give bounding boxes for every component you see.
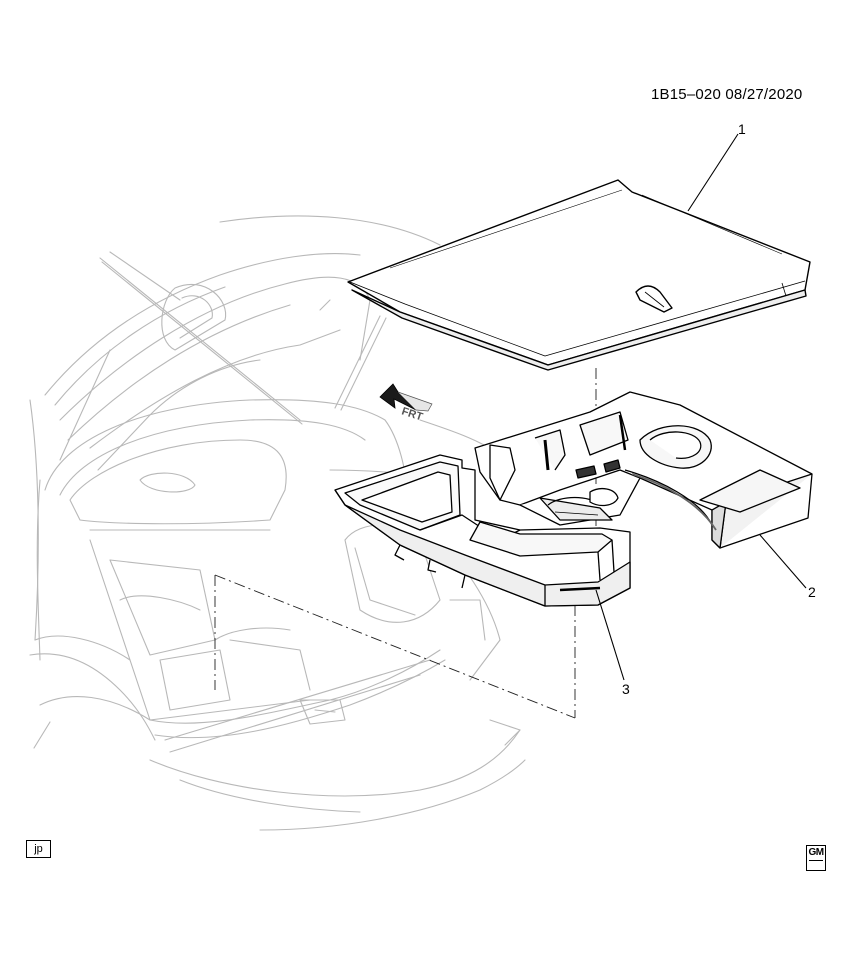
- rear-compartment-tray: [474, 391, 813, 549]
- gm-logo-text: GM: [808, 847, 824, 858]
- callout-part-1: 1: [738, 121, 746, 137]
- callout-part-3: 3: [622, 681, 630, 697]
- callout-part-2: 2: [808, 584, 816, 600]
- diagram-reference-code: 1B15–020 08/27/2020: [651, 86, 803, 103]
- callout-2-leader: [759, 534, 807, 589]
- gm-logo-icon: GM: [806, 845, 826, 871]
- callout-leaders: [595, 133, 807, 681]
- front-compartment-tray: [334, 454, 631, 607]
- footer-tag: jp: [26, 840, 51, 858]
- callout-1-leader: [687, 133, 739, 212]
- gm-logo-bar: [809, 860, 823, 867]
- vehicle-outline: [29, 215, 526, 831]
- callout-3-leader: [595, 589, 625, 681]
- front-direction-arrow: FRT: [379, 383, 433, 424]
- trunk-floor-panel: [347, 179, 811, 371]
